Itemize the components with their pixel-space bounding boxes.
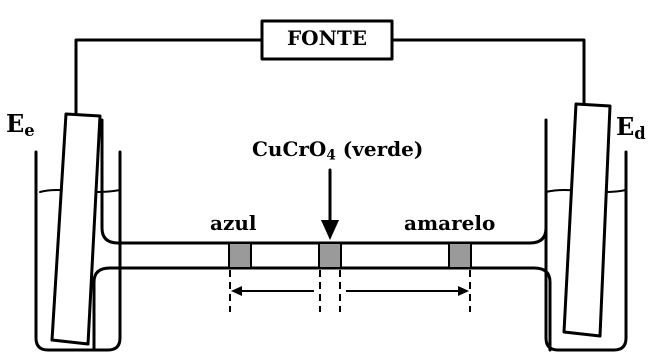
sample-label: CuCrO4 (verde)	[252, 137, 424, 162]
migration-arrowhead-left	[231, 286, 242, 296]
right-beaker	[544, 150, 628, 352]
right-electrode-label-sub: d	[634, 124, 646, 144]
power-source-box	[260, 19, 394, 61]
sample-note: (verde)	[342, 137, 424, 161]
left-electrode-label-sub: e	[24, 121, 35, 141]
sample-arrow-head	[321, 220, 339, 240]
band-yellow-label: amarelo	[404, 211, 496, 235]
band-yellow	[448, 242, 472, 269]
power-source-label: FONTE	[286, 26, 368, 50]
tube-bottom	[92, 266, 552, 352]
band-origin	[318, 242, 342, 269]
wire-left	[74, 38, 264, 115]
right-electrode-label: Ed	[616, 112, 646, 142]
migration-arrowhead-right	[458, 286, 469, 296]
sample-formula: CuCrO	[252, 137, 327, 161]
right-electrode	[562, 102, 612, 338]
wire-right	[390, 38, 586, 107]
left-electrode-label-main: E	[6, 109, 25, 138]
band-blue	[228, 242, 252, 269]
left-electrode-label: Ee	[6, 109, 35, 139]
left-beaker	[34, 150, 122, 352]
right-electrode-label-main: E	[616, 112, 635, 141]
band-blue-label: azul	[210, 211, 257, 235]
sample-formula-subscript: 4	[326, 147, 336, 164]
left-electrode	[50, 112, 102, 346]
